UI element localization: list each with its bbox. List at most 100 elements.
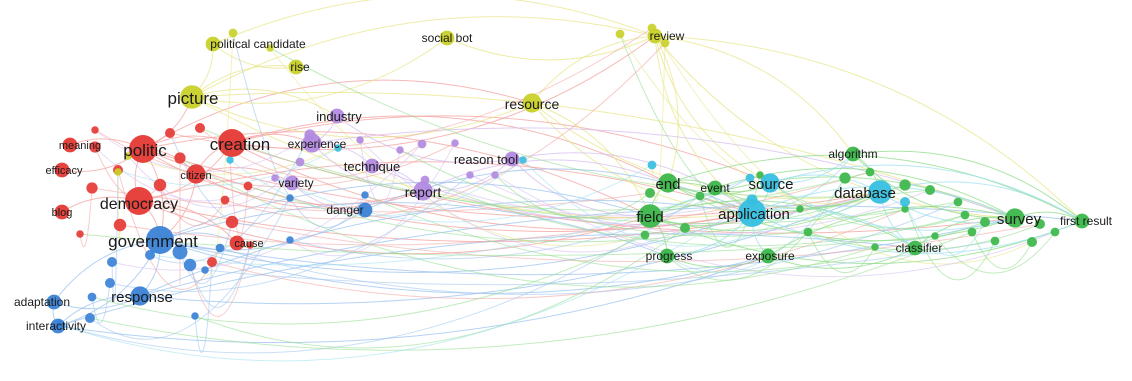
label-government: government — [108, 232, 198, 251]
label-first_result: first result — [1060, 214, 1113, 228]
label-algorithm: algorithm — [828, 147, 877, 161]
node-government[interactable] — [146, 226, 174, 254]
minor-node-blue — [215, 243, 225, 253]
label-review: review — [650, 29, 685, 43]
edge-minor — [91, 234, 646, 325]
node-creation[interactable] — [218, 129, 246, 157]
edge-minor — [971, 231, 1033, 270]
node-variety[interactable] — [284, 175, 300, 191]
minor-node-red — [113, 218, 127, 232]
node-social_bot[interactable] — [439, 30, 455, 46]
node-reason_tool[interactable] — [504, 151, 520, 167]
edge-minor — [229, 159, 249, 237]
minor-node-red — [243, 181, 253, 191]
edge-minor — [274, 164, 653, 223]
minor-node-blue — [145, 250, 155, 260]
node-exposure[interactable] — [760, 248, 776, 264]
minor-node-blue — [286, 236, 294, 244]
minor-node-green — [839, 172, 851, 184]
edge-interactivity-classifier — [57, 233, 916, 327]
node-citizen[interactable] — [186, 164, 206, 184]
edge-minor — [117, 171, 121, 246]
minor-node-cyan — [900, 197, 910, 207]
edge-minor — [127, 147, 339, 175]
minor-node-purple — [451, 139, 459, 147]
edge-picture-survey — [191, 91, 1016, 219]
edge-minor — [232, 32, 366, 228]
node-source[interactable] — [760, 173, 780, 193]
minor-node-red — [246, 241, 254, 249]
node-efficacy[interactable] — [54, 162, 70, 178]
edge-government-survey — [159, 217, 1016, 276]
node-survey[interactable] — [1005, 208, 1025, 228]
node-field[interactable] — [638, 204, 662, 228]
node-politic[interactable] — [129, 135, 157, 163]
node-report[interactable] — [413, 181, 433, 201]
minor-node-purple — [295, 157, 305, 167]
node-technique[interactable] — [364, 158, 380, 174]
minor-node-cyan — [334, 144, 342, 152]
edge-minor — [199, 127, 871, 211]
node-danger[interactable] — [357, 202, 373, 218]
edge-minor — [111, 143, 423, 271]
edge-minor — [79, 187, 93, 247]
label-politic: politic — [123, 141, 167, 160]
edge-minor — [904, 201, 986, 257]
node-application[interactable] — [738, 199, 766, 227]
edge-minor — [399, 149, 906, 237]
minor-node-green — [925, 185, 935, 195]
node-first_result[interactable] — [1074, 213, 1090, 229]
minor-node-green — [953, 197, 963, 207]
node-cause[interactable] — [229, 235, 245, 251]
node-interactivity[interactable] — [50, 318, 66, 334]
minor-node-blue — [107, 257, 117, 267]
node-event[interactable] — [707, 180, 723, 196]
edge-minor — [204, 32, 234, 276]
node-classifier[interactable] — [907, 240, 923, 256]
node-end[interactable] — [658, 173, 678, 193]
edge-citizen-variety — [195, 167, 293, 184]
edge-exposure-survey — [767, 206, 1016, 257]
node-democracy[interactable] — [125, 187, 153, 215]
node-response[interactable] — [130, 286, 150, 306]
minor-node-green — [901, 205, 909, 213]
node-picture[interactable] — [180, 85, 204, 109]
node-algorithm[interactable] — [845, 146, 861, 162]
minor-node-blue — [85, 313, 95, 323]
edge-creation-end — [231, 115, 669, 184]
node-political_candidate[interactable] — [205, 36, 221, 52]
label-interactivity: interactivity — [26, 319, 86, 333]
label-event: event — [700, 181, 730, 195]
label-technique: technique — [344, 159, 400, 174]
node-progress[interactable] — [659, 248, 675, 264]
minor-node-green — [931, 232, 939, 240]
minor-node-red — [76, 230, 84, 238]
edge-review-survey — [654, 35, 1016, 219]
label-efficacy: efficacy — [45, 165, 83, 177]
label-database: database — [834, 185, 896, 202]
label-field: field — [636, 209, 664, 226]
node-meaning[interactable] — [62, 137, 78, 153]
edge-minor — [664, 177, 846, 281]
node-resource[interactable] — [522, 93, 542, 113]
edge-minor — [522, 159, 801, 247]
node-review[interactable] — [647, 28, 663, 44]
node-experience[interactable] — [302, 133, 322, 153]
minor-node-blue — [183, 258, 197, 272]
node-industry[interactable] — [329, 108, 345, 124]
edge-review-application — [654, 35, 753, 214]
node-blog[interactable] — [54, 204, 70, 220]
label-picture: picture — [167, 89, 218, 108]
edge-application-classifier — [751, 207, 916, 249]
node-adaptation[interactable] — [46, 294, 62, 310]
minor-node-green — [960, 210, 970, 220]
node-rise[interactable] — [288, 59, 304, 75]
minor-node-green — [1050, 227, 1060, 237]
label-cause: cause — [234, 238, 263, 250]
edge-minor — [117, 147, 339, 187]
node-database[interactable] — [868, 180, 892, 204]
minor-node-yellow — [615, 29, 625, 39]
minor-node-blue — [191, 312, 199, 320]
edge-survey-classifier — [914, 216, 1016, 249]
label-blog: blog — [52, 207, 73, 219]
